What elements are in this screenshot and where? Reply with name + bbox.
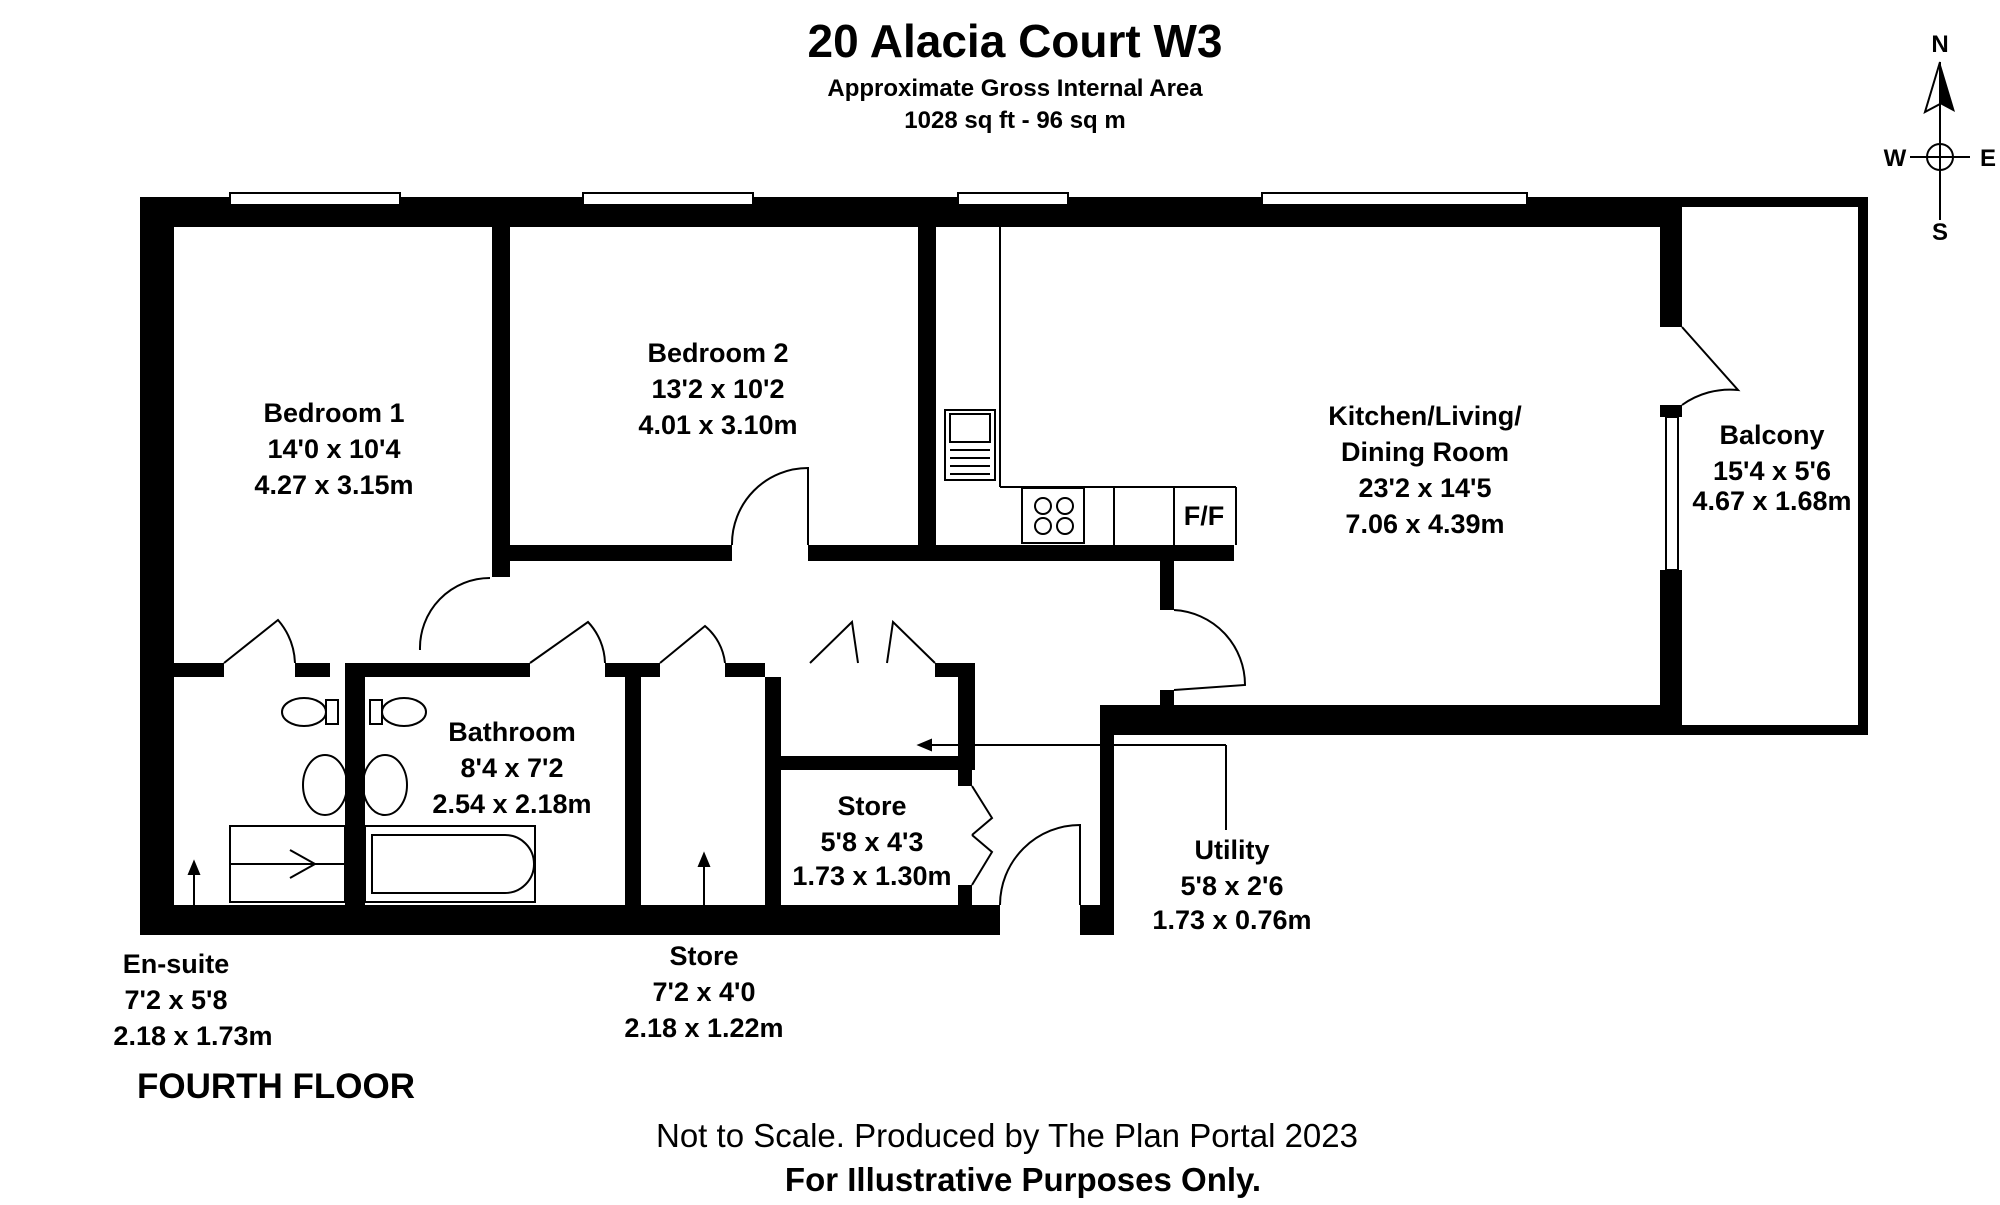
area-label: Approximate Gross Internal Area <box>827 75 1203 102</box>
room-name: En-suite <box>123 949 230 979</box>
footer-illustrative: For Illustrative Purposes Only. <box>785 1161 1261 1198</box>
room-kitchen-living: Kitchen/Living/ Dining Room 23'2 x 14'5 … <box>1328 401 1522 539</box>
fridge-freezer-label: F/F <box>1184 501 1225 531</box>
room-imperial: 23'2 x 14'5 <box>1359 473 1492 503</box>
room-balcony: Balcony 15'4 x 5'6 4.67 x 1.68m <box>1692 420 1851 516</box>
room-imperial: 5'8 x 2'6 <box>1181 871 1284 901</box>
room-en-suite: En-suite 7'2 x 5'8 2.18 x 1.73m <box>113 949 272 1051</box>
compass-west: W <box>1884 145 1907 172</box>
area-value: 1028 sq ft - 96 sq m <box>904 107 1125 134</box>
room-imperial: 7'2 x 4'0 <box>653 977 756 1007</box>
footer-disclaimer: Not to Scale. Produced by The Plan Porta… <box>656 1117 1358 1154</box>
room-metric: 7.06 x 4.39m <box>1345 509 1504 539</box>
label-pointers <box>187 738 1227 905</box>
room-metric: 4.01 x 3.10m <box>638 410 797 440</box>
room-name: Bedroom 1 <box>263 398 404 428</box>
room-bathroom: Bathroom 8'4 x 7'2 2.54 x 2.18m <box>432 717 591 819</box>
room-imperial: 15'4 x 5'6 <box>1713 456 1831 486</box>
room-name: Balcony <box>1719 420 1824 450</box>
floor-label: FOURTH FLOOR <box>137 1067 415 1106</box>
room-name: Bedroom 2 <box>647 338 788 368</box>
room-metric: 4.27 x 3.15m <box>254 470 413 500</box>
room-bedroom-1: Bedroom 1 14'0 x 10'4 4.27 x 3.15m <box>254 398 413 500</box>
walls <box>140 197 1868 935</box>
room-imperial: 5'8 x 4'3 <box>821 827 924 857</box>
room-name-line1: Kitchen/Living/ <box>1328 401 1522 431</box>
room-metric: 2.18 x 1.73m <box>113 1021 272 1051</box>
room-metric: 1.73 x 0.76m <box>1152 905 1311 935</box>
compass-south: S <box>1932 219 1948 246</box>
room-metric: 4.67 x 1.68m <box>1692 486 1851 516</box>
room-metric: 2.54 x 2.18m <box>432 789 591 819</box>
compass-icon: N S E W <box>1884 31 1996 246</box>
room-imperial: 7'2 x 5'8 <box>125 985 228 1015</box>
room-imperial: 8'4 x 7'2 <box>461 753 564 783</box>
room-imperial: 14'0 x 10'4 <box>268 434 401 464</box>
room-imperial: 13'2 x 10'2 <box>652 374 785 404</box>
room-name: Bathroom <box>448 717 576 747</box>
compass-north: N <box>1931 31 1948 58</box>
room-store-bottom: Store 7'2 x 4'0 2.18 x 1.22m <box>624 941 783 1043</box>
compass-east: E <box>1980 145 1996 172</box>
room-name: Store <box>837 791 906 821</box>
kitchen-units <box>944 227 1237 545</box>
windows <box>229 192 1679 571</box>
room-metric: 1.73 x 1.30m <box>792 861 951 891</box>
plan-title: 20 Alacia Court W3 <box>808 15 1223 67</box>
room-utility: Utility 5'8 x 2'6 1.73 x 0.76m <box>1152 835 1311 935</box>
room-store-small: Store 5'8 x 4'3 1.73 x 1.30m <box>792 791 951 891</box>
bathroom-fixtures <box>229 697 536 903</box>
room-name: Utility <box>1194 835 1269 865</box>
room-name-line2: Dining Room <box>1341 437 1509 467</box>
doors <box>223 326 1741 906</box>
room-bedroom-2: Bedroom 2 13'2 x 10'2 4.01 x 3.10m <box>638 338 797 440</box>
room-name: Store <box>669 941 738 971</box>
room-metric: 2.18 x 1.22m <box>624 1013 783 1043</box>
